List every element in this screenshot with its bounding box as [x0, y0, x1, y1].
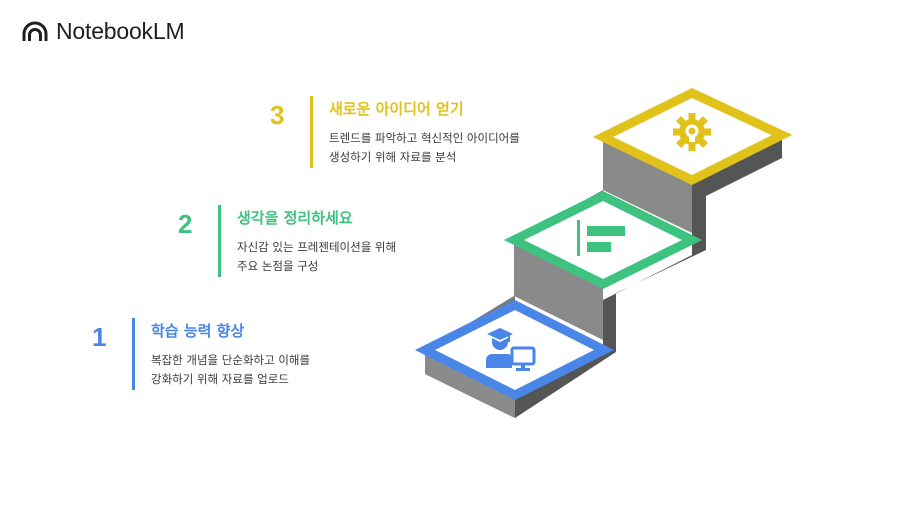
step-1-title: 학습 능력 향상	[151, 322, 245, 340]
step-3-bar	[310, 96, 313, 168]
brand-name: NotebookLM	[56, 18, 185, 44]
notebooklm-logo-icon	[22, 21, 48, 41]
riser-1	[425, 350, 515, 418]
outline-list-icon	[577, 220, 625, 256]
step-2-desc-line-2: 주요 논점을 구성	[237, 259, 319, 273]
step-2-description: 자신감 있는 프레젠테이션을 위해 주요 논점을 구성	[237, 238, 396, 276]
step-2-platform	[503, 190, 703, 290]
step-3: 3 새로운 아이디어 얻기 트렌드를 파악하고 혁신적인 아이디어를 생성하기 …	[270, 96, 520, 168]
step-1: 1 학습 능력 향상 복잡한 개념을 단순화하고 이해를 강화하기 위해 자료를…	[92, 318, 310, 390]
riser-3	[603, 137, 692, 233]
gear-bulb-icon	[673, 113, 711, 151]
step-1-desc-line-1: 복잡한 개념을 단순화하고 이해를	[151, 353, 311, 367]
step-2-title: 생각을 정리하세요	[237, 209, 353, 227]
riser-2	[514, 240, 603, 340]
step-2-bar	[218, 205, 221, 277]
step-1-desc-line-2: 강화하기 위해 자료를 업로드	[151, 372, 289, 386]
step-1-number: 1	[92, 322, 107, 352]
step-2-desc-line-1: 자신감 있는 프레젠테이션을 위해	[237, 240, 397, 254]
step-1-bar	[132, 318, 135, 390]
step-3-desc-line-2: 생성하기 위해 자료를 분석	[329, 150, 457, 164]
step-1-description: 복잡한 개념을 단순화하고 이해를 강화하기 위해 자료를 업로드	[151, 351, 310, 389]
step-2: 2 생각을 정리하세요 자신감 있는 프레젠테이션을 위해 주요 논점을 구성	[178, 205, 396, 277]
step-3-description: 트렌드를 파악하고 혁신적인 아이디어를 생성하기 위해 자료를 분석	[329, 129, 520, 167]
step-2-number: 2	[178, 209, 193, 239]
student-computer-icon	[486, 328, 536, 371]
step-1-platform	[414, 299, 614, 401]
staircase-right-side	[515, 135, 782, 418]
step-3-number: 3	[270, 100, 285, 130]
step-3-desc-line-1: 트렌드를 파악하고 혁신적인 아이디어를	[329, 131, 520, 145]
step-3-title: 새로운 아이디어 얻기	[329, 100, 464, 118]
brand-logo: NotebookLM	[22, 18, 185, 45]
